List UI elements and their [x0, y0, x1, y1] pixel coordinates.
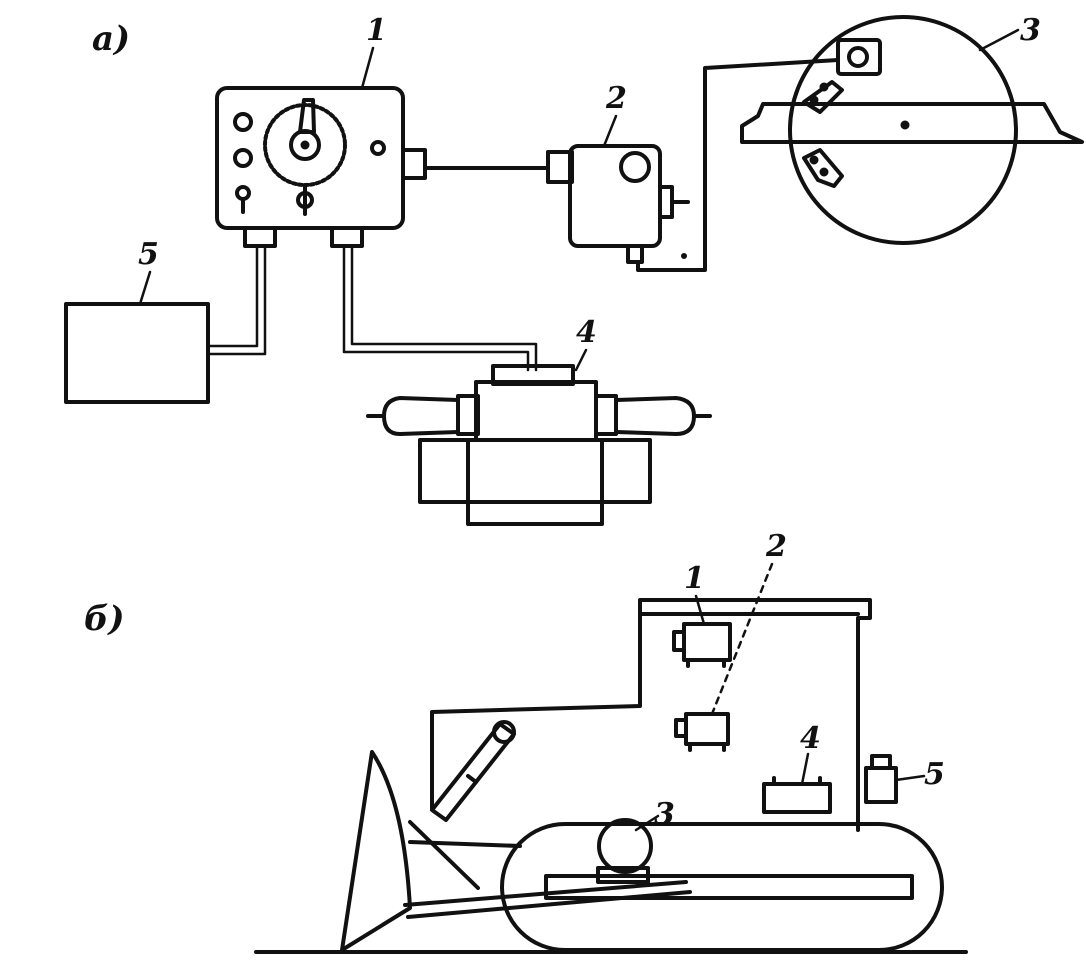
bulldozer	[340, 598, 944, 952]
callout-b-4: 4	[800, 721, 821, 756]
power-unit	[64, 302, 210, 404]
callout-a-2: 2	[605, 81, 627, 116]
callout-a-3: 3	[1020, 13, 1041, 48]
measuring-wheel	[740, 15, 1084, 245]
callout-b-5: 5	[924, 757, 945, 792]
panel-b-label: б)	[84, 599, 125, 639]
callout-a-1: 1	[366, 13, 387, 48]
panel-a-label: а)	[92, 19, 130, 59]
sensor-unit	[546, 144, 690, 264]
control-box	[215, 86, 427, 248]
callout-a-4: 4	[576, 315, 597, 350]
callout-b-3: 3	[654, 797, 675, 832]
callout-b-2: 2	[765, 529, 787, 564]
callout-b-1: 1	[684, 561, 705, 596]
dial-icon	[263, 98, 347, 187]
hydraulic-valve	[366, 364, 712, 526]
callout-a-5: 5	[138, 237, 159, 272]
